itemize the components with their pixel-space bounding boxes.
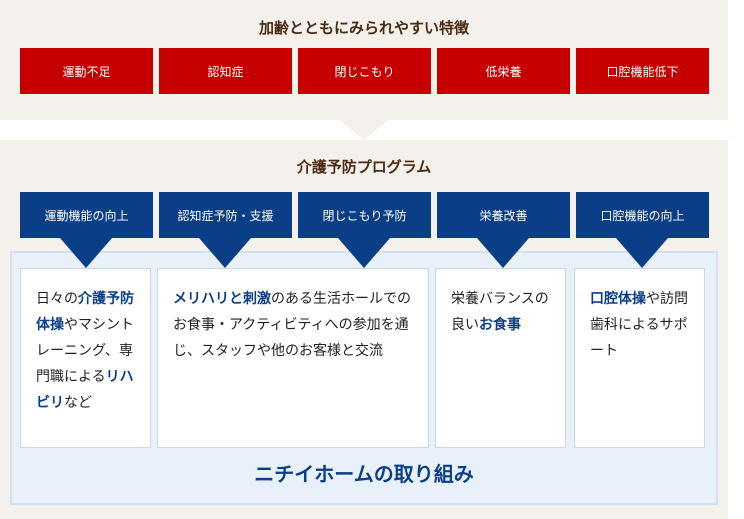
detail-card: 栄養バランスの良いお食事 [435,268,566,448]
detail-card: 日々の介護予防体操やマシントレーニング、専門職によるリハビリなど [20,268,151,448]
challenge-item: 閉じこもり [298,48,431,94]
detail-card: 口腔体操や訪問歯科によるサポート [574,268,705,448]
challenges-heading: 加齢とともにみられやすい特徴 [258,19,469,37]
program-item: 口腔機能の向上 [576,192,709,238]
challenge-item: 運動不足 [20,48,153,94]
program-item: 栄養改善 [437,192,570,238]
challenge-item: 認知症 [159,48,292,94]
down-arrow-icon [340,120,388,140]
pointer-icon [60,238,112,268]
program-heading: 介護予防プログラム [296,158,432,176]
pointer-icon [338,238,390,268]
challenge-item: 口腔機能低下 [576,48,709,94]
pointer-icon [477,238,529,268]
pointer-icon [199,238,251,268]
initiatives-title: ニチイホームの取り組み [254,462,474,486]
program-item: 閉じこもり予防 [298,192,431,238]
detail-card: メリハリと刺激のある生活ホールでのお食事・アクティビティへの参加を通じ、スタッフ… [157,268,429,448]
program-item: 運動機能の向上 [20,192,153,238]
pointer-icon [616,238,668,268]
challenge-item: 低栄養 [437,48,570,94]
program-item: 認知症予防・支援 [159,192,292,238]
